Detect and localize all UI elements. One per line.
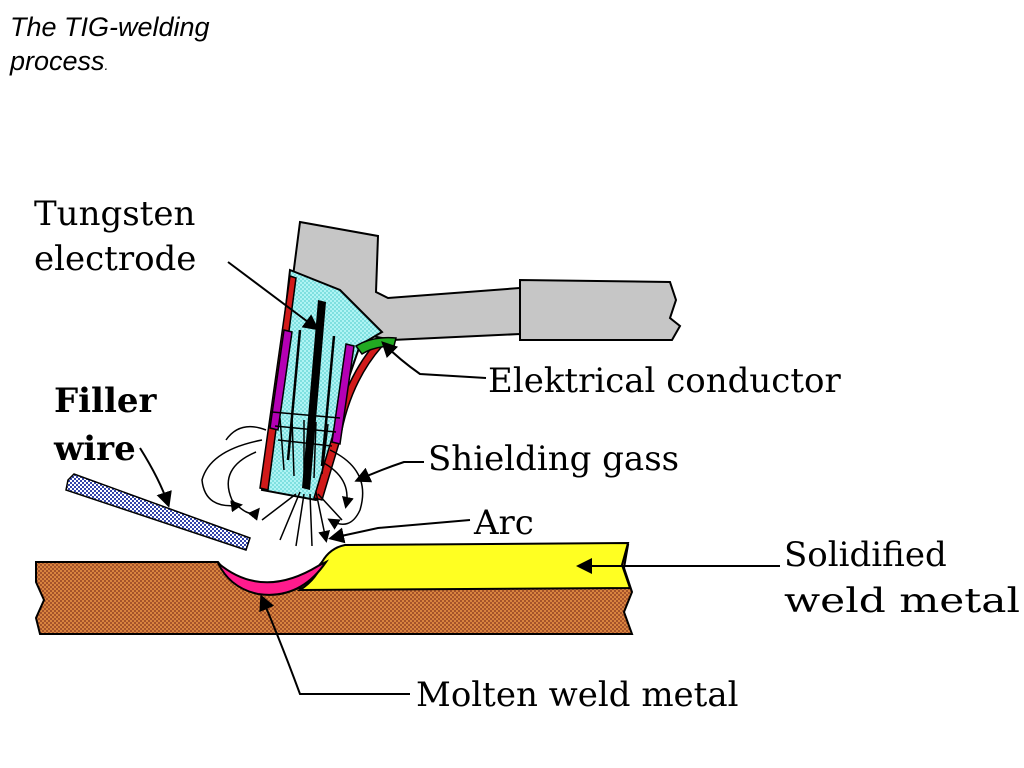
- title-period: .: [104, 57, 109, 73]
- label-tungsten-line2: electrode: [34, 239, 196, 279]
- label-shielding-gass: Shielding gass: [428, 439, 679, 479]
- collet-sleeve-left: [269, 329, 293, 431]
- diagram-title: The TIG-welding process.: [10, 10, 210, 82]
- molten-weld-pool: [217, 559, 330, 596]
- shielding-gas-flow: [201, 425, 364, 546]
- filler-wire: [65, 473, 251, 551]
- title-line-2: process.: [10, 44, 210, 82]
- label-arc: Arc: [473, 503, 534, 543]
- label-elektrical-conductor: Elektrical conductor: [488, 361, 841, 401]
- collet-sleeve-right: [331, 343, 355, 445]
- label-molten-weld-metal: Molten weld metal: [416, 675, 739, 715]
- label-solidified-line1: Solidified: [784, 535, 947, 575]
- label-filler-line1: Filler: [54, 381, 158, 421]
- label-filler-line2: wire: [53, 429, 136, 469]
- gas-diffuser: [271, 411, 341, 479]
- tungsten-electrode: [302, 300, 326, 490]
- nozzle-wall-right: [313, 339, 388, 501]
- title-line-2-text: process: [10, 46, 105, 76]
- title-line-1: The TIG-welding: [10, 12, 210, 42]
- label-solidified-line2: weld metal: [784, 581, 1020, 621]
- leader-lines: [139, 261, 780, 695]
- label-tungsten-line1: Tungsten: [34, 194, 195, 234]
